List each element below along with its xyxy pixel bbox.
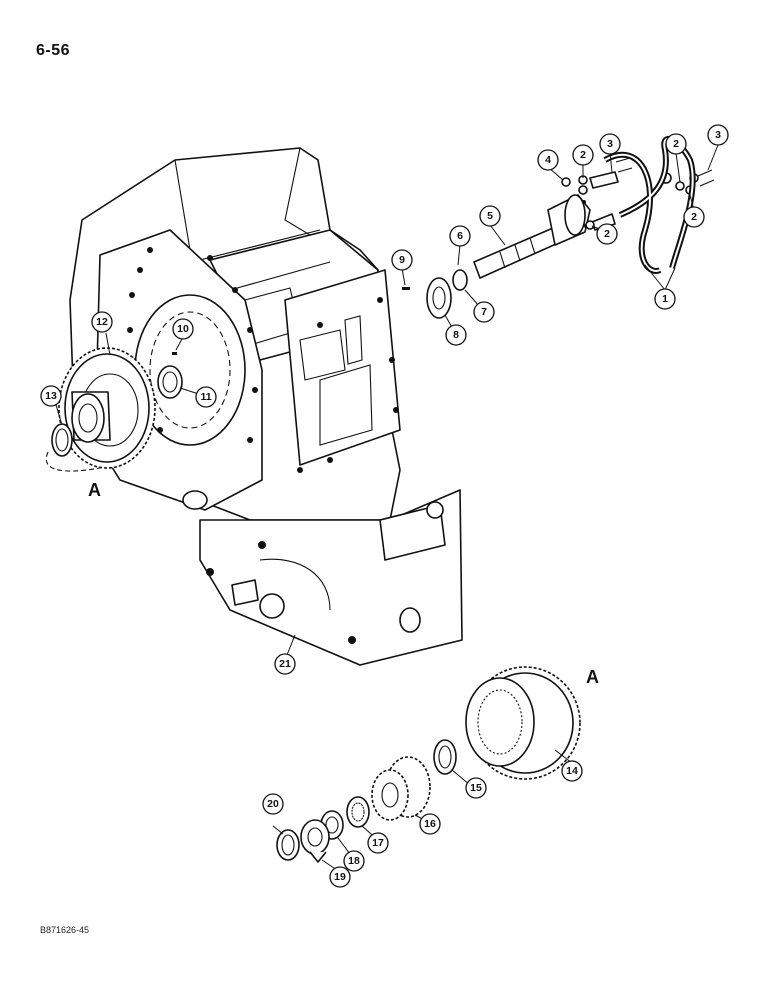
callout-3: 3	[707, 124, 729, 146]
svg-text:11: 11	[200, 391, 211, 403]
callout-3: 3	[599, 133, 621, 155]
svg-text:20: 20	[267, 798, 279, 810]
svg-text:1: 1	[662, 293, 668, 305]
pin-10	[172, 352, 177, 355]
bearing-11	[157, 365, 183, 399]
detail-a-marker-clutch: A	[586, 667, 599, 687]
callout-17: 17	[367, 832, 389, 854]
svg-text:14: 14	[566, 765, 578, 777]
callout-8: 8	[445, 324, 467, 346]
callout-2: 2	[596, 223, 618, 245]
shaft-assembly	[426, 194, 591, 319]
callout-1: 1	[654, 288, 676, 310]
svg-text:17: 17	[372, 837, 384, 849]
callout-18: 18	[343, 850, 365, 872]
drive-gear	[58, 347, 156, 469]
svg-text:9: 9	[399, 254, 405, 266]
thrust-washer-19	[300, 819, 330, 863]
callout-20: 20	[262, 793, 284, 815]
callout-13: 13	[40, 385, 62, 407]
callout-11: 11	[195, 386, 217, 408]
callout-7: 7	[473, 301, 495, 323]
snap-ring-20	[276, 829, 300, 861]
svg-text:16: 16	[424, 818, 436, 830]
svg-text:18: 18	[348, 855, 360, 867]
hydraulic-hoses	[603, 136, 696, 274]
detail-a-marker-housing: A	[88, 480, 101, 500]
svg-text:3: 3	[607, 138, 613, 150]
callout-4: 4	[537, 149, 559, 171]
callout-21: 21	[274, 653, 296, 675]
svg-text:2: 2	[604, 228, 610, 240]
svg-text:12: 12	[96, 316, 108, 328]
callout-5: 5	[479, 205, 501, 227]
page-number: 6-56	[36, 42, 71, 59]
svg-text:13: 13	[45, 390, 57, 402]
svg-text:2: 2	[580, 149, 586, 161]
callout-12: 12	[91, 311, 113, 333]
svg-text:2: 2	[673, 138, 679, 150]
svg-text:21: 21	[279, 658, 291, 670]
svg-text:3: 3	[715, 129, 721, 141]
callout-16: 16	[419, 813, 441, 835]
figure-code: B871626-45	[40, 925, 90, 935]
callout-2: 2	[665, 133, 687, 155]
svg-text:8: 8	[453, 329, 459, 341]
callout-2: 2	[683, 206, 705, 228]
svg-text:6: 6	[457, 230, 463, 242]
gear-16	[371, 756, 431, 821]
clutch-drum-14	[465, 666, 581, 780]
callout-19: 19	[329, 866, 351, 888]
snap-ring-13	[45, 423, 101, 472]
bearing-17	[346, 796, 370, 828]
callout-9: 9	[391, 249, 413, 271]
callout-14: 14	[561, 760, 583, 782]
svg-text:4: 4	[545, 154, 551, 166]
snap-ring-15	[433, 739, 457, 775]
svg-text:10: 10	[177, 323, 189, 335]
svg-text:2: 2	[691, 211, 697, 223]
pin-9	[402, 287, 410, 290]
svg-text:19: 19	[334, 871, 346, 883]
callout-10: 10	[172, 318, 194, 340]
callout-2: 2	[572, 144, 594, 166]
callout-15: 15	[465, 777, 487, 799]
callout-6: 6	[449, 225, 471, 247]
svg-text:5: 5	[487, 210, 493, 222]
svg-text:7: 7	[481, 306, 487, 318]
svg-text:15: 15	[470, 782, 482, 794]
